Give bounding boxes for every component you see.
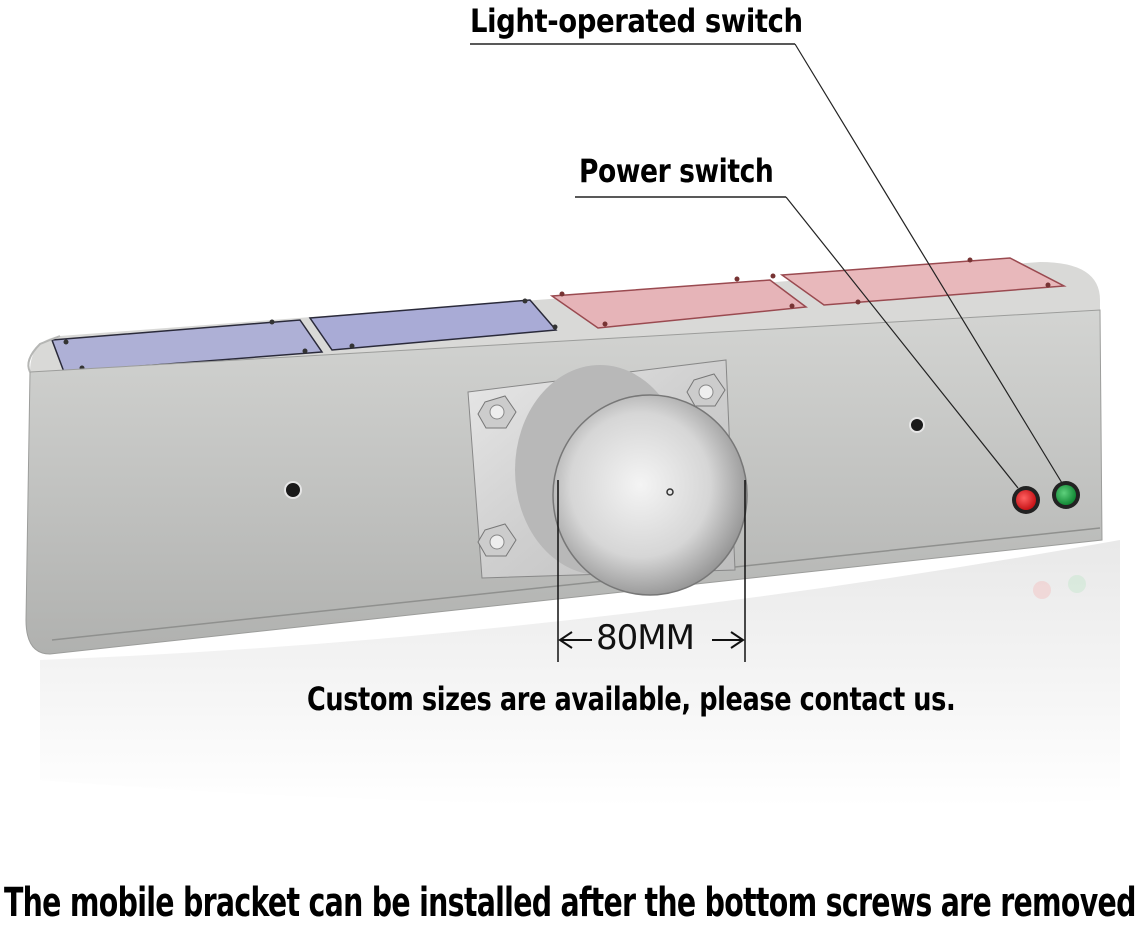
dimension-lines [557,480,746,662]
floor-reflection [40,540,1120,807]
red-panel-1 [549,276,808,329]
light-operated-switch-label: Light-operated switch [470,2,803,40]
bolt-icon [477,395,517,429]
dimension-label: 80MM [596,618,695,658]
bolt-icon [686,373,726,407]
bracket-install-note: The mobile bracket can be installed afte… [4,880,1136,926]
blue-panel-2 [308,298,558,351]
power-switch-label: Power switch [579,152,774,190]
red-panel-2 [770,257,1067,306]
callout-leader-light [470,43,1063,484]
callout-leader-power [575,196,1019,489]
power-switch-button[interactable] [1012,486,1040,514]
custom-sizes-note: Custom sizes are available, please conta… [307,680,956,718]
light-operated-switch-button[interactable] [1052,481,1080,509]
bolt-icon [477,523,517,557]
